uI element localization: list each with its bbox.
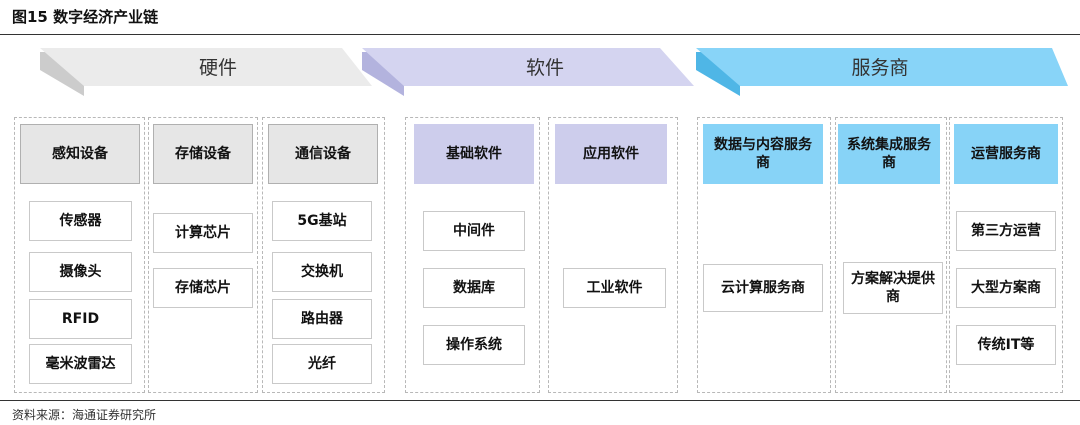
item-camera: 摄像头 — [29, 252, 132, 292]
item-operating-system: 操作系统 — [423, 325, 525, 365]
column-base-software — [405, 117, 540, 393]
software-banner — [362, 48, 694, 86]
header-data-content-services: 数据与内容服务商 — [703, 124, 823, 184]
item-traditional-it: 传统IT等 — [956, 325, 1056, 365]
figure-title: 图15 数字经济产业链 — [12, 8, 159, 26]
header-application-software: 应用软件 — [555, 124, 667, 184]
item-database: 数据库 — [423, 268, 525, 308]
banner-service-label: 服务商 — [851, 57, 909, 79]
top-rule — [0, 34, 1080, 35]
item-industrial-software: 工业软件 — [563, 268, 666, 308]
column-system-integration — [835, 117, 947, 393]
item-large-solution-vendor: 大型方案商 — [956, 268, 1056, 308]
item-5g-base-station: 5G基站 — [272, 201, 372, 241]
column-sensing-devices — [14, 117, 145, 393]
item-middleware: 中间件 — [423, 211, 525, 251]
item-switch: 交换机 — [272, 252, 372, 292]
item-cloud-computing-provider: 云计算服务商 — [703, 264, 823, 312]
column-comm-devices — [262, 117, 385, 393]
header-sensing-devices: 感知设备 — [20, 124, 140, 184]
column-data-content-services — [697, 117, 831, 393]
item-router: 路由器 — [272, 299, 372, 339]
item-mmwave-radar: 毫米波雷达 — [29, 344, 132, 384]
header-base-software: 基础软件 — [414, 124, 534, 184]
column-operation-services — [949, 117, 1063, 393]
item-storage-chip: 存储芯片 — [153, 268, 253, 308]
source-note: 资料来源：海通证券研究所 — [12, 408, 157, 422]
item-rfid: RFID — [29, 299, 132, 339]
item-sensor: 传感器 — [29, 201, 132, 241]
header-comm-devices: 通信设备 — [268, 124, 378, 184]
category-banners — [40, 48, 1068, 96]
item-third-party-operation: 第三方运营 — [956, 211, 1056, 251]
column-storage-devices — [148, 117, 258, 393]
header-operation-services: 运营服务商 — [954, 124, 1058, 184]
column-application-software — [548, 117, 678, 393]
hardware-banner — [40, 48, 372, 86]
header-storage-devices: 存储设备 — [153, 124, 253, 184]
item-compute-chip: 计算芯片 — [153, 213, 253, 253]
header-system-integration: 系统集成服务商 — [838, 124, 940, 184]
service-banner — [696, 48, 1068, 86]
bottom-rule — [0, 400, 1080, 401]
item-solution-provider: 方案解决提供商 — [843, 262, 943, 314]
item-optical-fiber: 光纤 — [272, 344, 372, 384]
banner-hardware-label: 硬件 — [198, 57, 237, 79]
banner-software-label: 软件 — [525, 57, 564, 79]
